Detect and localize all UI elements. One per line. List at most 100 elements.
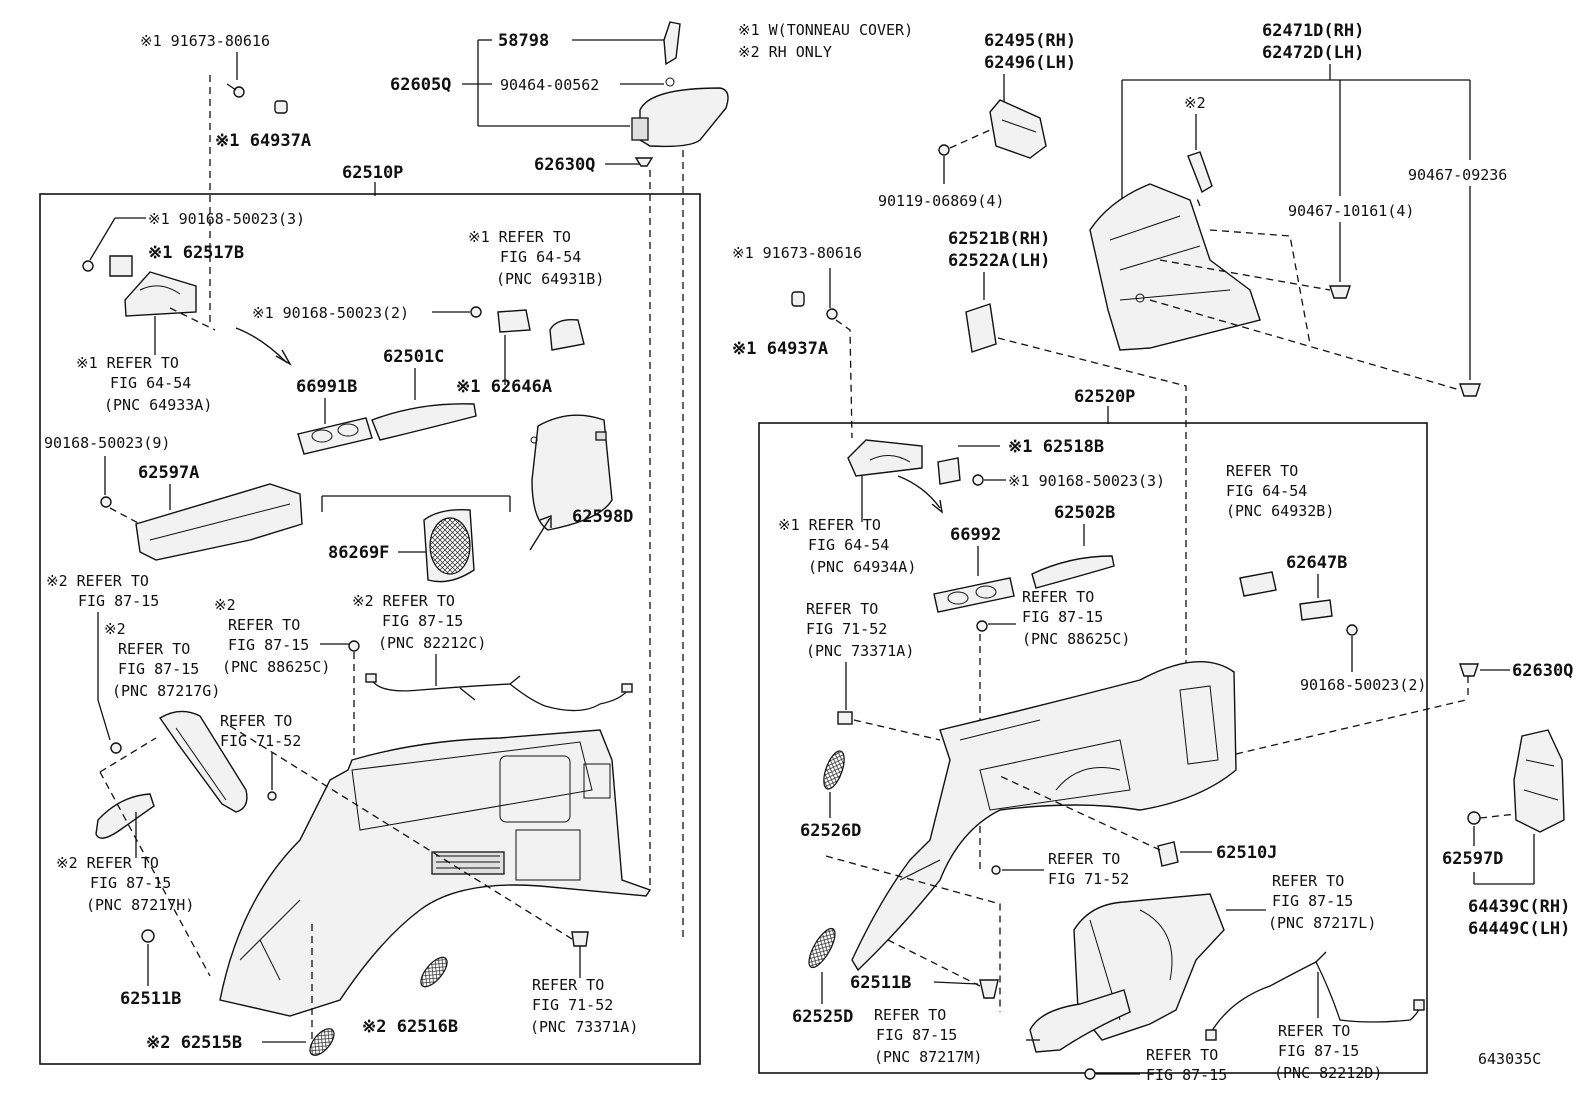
clip-icon: [571, 931, 589, 947]
label-62501c: 62501C: [383, 347, 444, 367]
label-58798: 58798: [498, 31, 549, 51]
pocket-panel-icon: [135, 483, 303, 561]
clip-icon: [267, 791, 277, 801]
label-refer-64931b-3: (PNC 64931B): [496, 270, 604, 288]
label-62526d: 62526D: [800, 821, 861, 841]
hook-icon: [549, 319, 585, 351]
side-panel-icon: [530, 414, 613, 531]
screw-icon: [1084, 1068, 1096, 1080]
label-62510p: 62510P: [342, 163, 403, 183]
label-90464-00562: 90464-00562: [500, 76, 599, 94]
label-refer-88625c-2: REFER TO: [228, 616, 300, 634]
label-62605q: 62605Q: [390, 75, 451, 95]
quarter-trim-panel-right-icon: [851, 661, 1237, 972]
screw-icon: [1346, 624, 1358, 636]
upper-trim-panel-icon: [1089, 183, 1261, 351]
label-62515b: ※2 62515B: [146, 1033, 242, 1053]
note-tonneau-cover: ※1 W(TONNEAU COVER): [738, 21, 913, 39]
cup-holder-icon: [933, 577, 1015, 613]
cap-icon: [791, 291, 805, 307]
label-refer-87-15-b1: REFER TO: [1146, 1046, 1218, 1064]
latch-icon: [1187, 151, 1213, 194]
label-62472d: 62472D(LH): [1262, 43, 1364, 63]
tie-down-hook-icon: [124, 271, 197, 317]
screw-icon: [470, 306, 482, 318]
screw-icon: [938, 144, 950, 156]
label-refer-87217h-2: FIG 87-15: [90, 874, 171, 892]
label-refer-87-15-a1: ※2 REFER TO: [46, 572, 149, 590]
label-refer-64933a-3: (PNC 64933A): [104, 396, 212, 414]
label-62502b: 62502B: [1054, 503, 1115, 523]
label-62518b: ※1 62518B: [1008, 437, 1104, 457]
label-refer-87-15-b2: FIG 87-15: [1146, 1066, 1227, 1084]
label-90168-50023-2-left: ※1 90168-50023(2): [252, 304, 409, 322]
clip-icon: [665, 77, 675, 87]
screw-icon: [82, 260, 94, 272]
label-refer-64933a-2: FIG 64-54: [110, 374, 191, 392]
label-62521b: 62521B(RH): [948, 229, 1050, 249]
label-refer-64932b-1: REFER TO: [1226, 462, 1298, 480]
label-64937a-top: ※1 64937A: [215, 131, 311, 151]
label-66991b: 66991B: [296, 377, 357, 397]
bracket-icon: [989, 99, 1047, 159]
clip-icon: [1157, 841, 1179, 867]
label-refer-71-52-a1: REFER TO: [220, 712, 292, 730]
screw-icon: [1467, 811, 1481, 825]
clip-icon: [1459, 383, 1481, 397]
label-62510j: 62510J: [1216, 843, 1277, 863]
label-62646a: ※1 62646A: [456, 377, 552, 397]
label-refer-87217m-2: FIG 87-15: [876, 1026, 957, 1044]
label-refer-71-52-r2: FIG 71-52: [1048, 870, 1129, 888]
label-refer-87217l-3: (PNC 87217L): [1268, 914, 1376, 932]
screw-icon: [972, 474, 984, 486]
label-refer-87217l-2: FIG 87-15: [1272, 892, 1353, 910]
label-62598d: 62598D: [572, 507, 633, 527]
grille-icon: [309, 1028, 335, 1056]
label-62496: 62496(LH): [984, 53, 1076, 73]
label-refer-87217h-3: (PNC 87217H): [86, 896, 194, 914]
figure-id: 643035C: [1478, 1050, 1541, 1068]
garnish-icon: [1031, 555, 1115, 589]
clip-icon: [634, 157, 654, 167]
label-62516b: ※2 62516B: [362, 1017, 458, 1037]
label-62597a: 62597A: [138, 463, 199, 483]
label-91673-80616-top: ※1 91673-80616: [140, 32, 270, 50]
grille-icon: [808, 927, 836, 969]
left-assembly-frame: [39, 193, 701, 1065]
label-refer-82212c-2: FIG 87-15: [382, 612, 463, 630]
label-62511b-right: 62511B: [850, 973, 911, 993]
label-62647b: 62647B: [1286, 553, 1347, 573]
label-62520p: 62520P: [1074, 387, 1135, 407]
label-refer-87217h-1: ※2 REFER TO: [56, 854, 159, 872]
label-refer-73371a-1: REFER TO: [532, 976, 604, 994]
side-bracket-icon: [1513, 729, 1565, 833]
speaker-grille-icon: [423, 509, 475, 583]
label-refer-88625c-3: FIG 87-15: [228, 636, 309, 654]
label-64937a-mid: ※1 64937A: [732, 339, 828, 359]
label-refer-87-15-a2: FIG 87-15: [78, 592, 159, 610]
bracket-icon: [109, 255, 133, 277]
wire-harness-icon: [1205, 951, 1425, 1041]
label-note2-small: ※2: [1184, 94, 1206, 112]
label-refer-88625c-1: ※2: [214, 596, 236, 614]
label-refer-87217g-3: FIG 87-15: [118, 660, 199, 678]
label-refer-73371a-r2: FIG 71-52: [806, 620, 887, 638]
label-refer-64932b-3: (PNC 64932B): [1226, 502, 1334, 520]
label-refer-64934a-3: (PNC 64934A): [808, 558, 916, 576]
bracket-icon: [965, 303, 997, 353]
label-62517b: ※1 62517B: [148, 243, 244, 263]
label-refer-82212d-1: REFER TO: [1278, 1022, 1350, 1040]
tether-strap-icon: [663, 21, 681, 66]
label-62630q-top: 62630Q: [534, 155, 595, 175]
tie-down-hook-icon: [847, 439, 923, 477]
label-refer-71-52-a2: FIG 71-52: [220, 732, 301, 750]
label-62597d: 62597D: [1442, 849, 1503, 869]
label-refer-87217g-1: ※2: [104, 620, 126, 638]
bracket-icon: [937, 457, 961, 485]
label-refer-87217g-4: (PNC 87217G): [112, 682, 220, 700]
clip-icon: [837, 711, 853, 725]
storage-lid-icon: [631, 87, 729, 148]
label-refer-71-52-r1: REFER TO: [1048, 850, 1120, 868]
grille-icon: [823, 750, 845, 790]
label-refer-73371a-3: (PNC 73371A): [530, 1018, 638, 1036]
